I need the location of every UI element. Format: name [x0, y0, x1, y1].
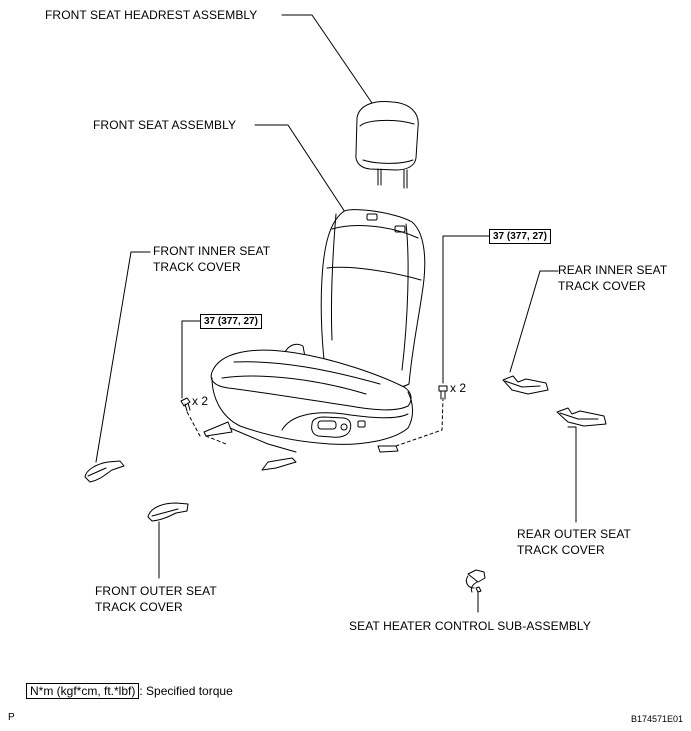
leader-rear-inner — [509, 270, 559, 373]
legend-unit-box: N*m (kgf*cm, ft.*lbf) — [26, 683, 140, 699]
label-rear-outer-line1: REAR OUTER SEAT — [517, 527, 631, 541]
label-seat-heater-control: SEAT HEATER CONTROL SUB-ASSEMBLY — [349, 619, 591, 633]
label-rear-inner-line1: REAR INNER SEAT — [558, 263, 668, 277]
front-inner-track-cover-drawing — [84, 460, 125, 483]
label-front-inner-line2: TRACK COVER — [153, 260, 241, 274]
label-front-outer-line2: TRACK COVER — [95, 600, 183, 614]
leader-rear-outer — [567, 426, 577, 523]
legend-description: : Specified torque — [139, 684, 233, 698]
leader-lines — [95, 14, 577, 613]
label-front-seat: FRONT SEAT ASSEMBLY — [93, 118, 237, 132]
leader-headrest — [281, 14, 373, 104]
page-mark: P — [8, 712, 15, 723]
bolt-quantity-left: x 2 — [192, 394, 209, 408]
headrest-drawing — [355, 101, 419, 189]
rear-outer-track-cover-drawing — [556, 407, 607, 427]
seat-heater-control-drawing — [465, 569, 486, 593]
torque-box-right: 37 (377, 27) — [489, 229, 551, 244]
bolt-quantity-right: x 2 — [450, 381, 467, 395]
leader-front-inner — [95, 251, 151, 463]
label-rear-inner-line2: TRACK COVER — [558, 279, 646, 293]
label-front-inner-line1: FRONT INNER SEAT — [153, 244, 271, 258]
torque-box-left: 37 (377, 27) — [200, 314, 262, 329]
bolt-right — [438, 385, 448, 400]
front-seat-drawing — [185, 209, 444, 471]
label-front-outer-line1: FRONT OUTER SEAT — [95, 584, 217, 598]
front-outer-track-cover-drawing — [147, 502, 189, 522]
label-rear-outer-line2: TRACK COVER — [517, 543, 605, 557]
leader-seat — [254, 124, 346, 213]
leader-torque-left — [181, 320, 201, 399]
bolt-left — [180, 397, 191, 412]
label-headrest: FRONT SEAT HEADREST ASSEMBLY — [45, 8, 258, 22]
rear-inner-track-cover-drawing — [502, 375, 549, 395]
figure-id: B174571E01 — [631, 714, 684, 724]
torque-legend: N*m (kgf*cm, ft.*lbf): Specified torque — [26, 683, 233, 699]
leader-torque-right — [442, 235, 490, 384]
